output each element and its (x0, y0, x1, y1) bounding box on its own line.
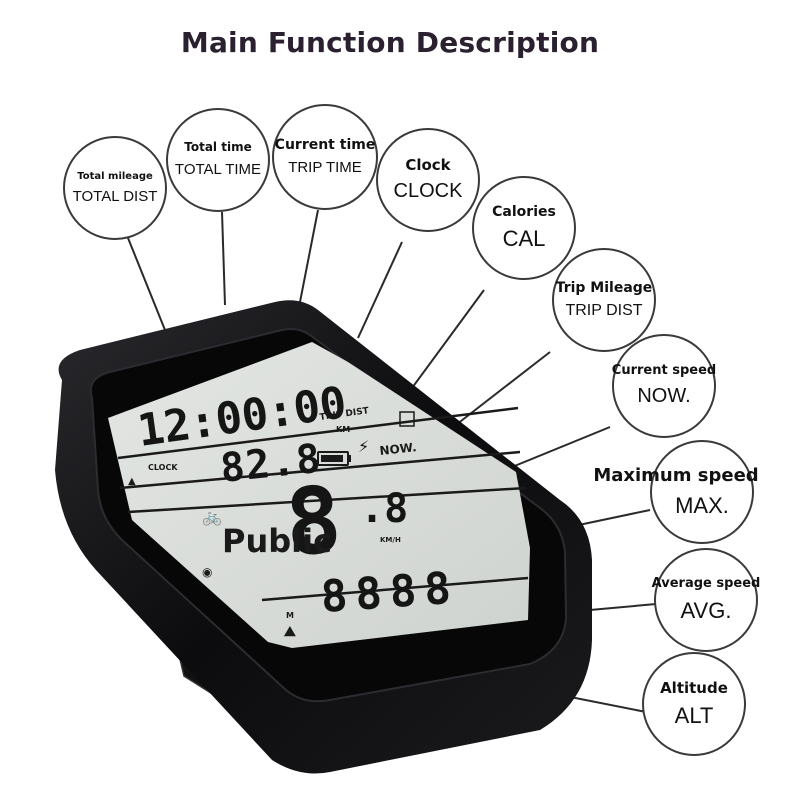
bubble-avg-label: Average speed (651, 575, 761, 591)
bubble-now-label: Current speed (611, 363, 717, 379)
bubble-total-time: Total time TOTAL TIME (166, 108, 270, 212)
bubble-max-label: Maximum speed (593, 465, 759, 486)
leader-total-dist (127, 237, 166, 331)
display-distance: 82.8 (218, 436, 322, 492)
bubble-total-time-label: Total time (184, 140, 252, 155)
bubble-alt-code: ALT (674, 702, 714, 728)
bubble-cal-code: CAL (502, 226, 546, 252)
bubble-now-code: NOW. (637, 384, 691, 407)
bubble-total-time-code: TOTAL TIME (174, 161, 262, 179)
bubble-trip-time-label: Current time (274, 137, 376, 154)
bubble-clock-label: Clock (405, 155, 451, 174)
mountain-icon: ⛰ (283, 624, 296, 640)
power-icon: ◉ (202, 565, 212, 579)
lcd-divider-3 (127, 486, 527, 514)
display-km-label: KM (336, 425, 350, 434)
leader-clock (357, 241, 403, 339)
leader-cal (411, 289, 485, 389)
display-clock-label: CLOCK (148, 463, 178, 472)
lcd-divider-4 (261, 576, 529, 602)
bubble-trip-dist: Trip Mileage TRIP DIST (552, 248, 656, 352)
status-icon (399, 411, 415, 427)
bubble-cal: Calories CAL (472, 176, 576, 280)
page-title: Main Function Description (180, 26, 600, 59)
bubble-clock: Clock CLOCK (376, 128, 480, 232)
bubble-alt: Altitude ALT (642, 652, 746, 756)
display-now-label: NOW. (379, 440, 417, 458)
lcd-divider-2 (119, 450, 521, 490)
bubble-clock-code: CLOCK (393, 180, 463, 203)
bubble-avg: Average speed AVG. (651, 548, 761, 652)
bike-icon: 🚲 (202, 507, 222, 526)
bubble-now: Current speed NOW. (612, 334, 716, 438)
bubble-total-dist-label: Total mileage (77, 170, 153, 182)
bubble-max-code: MAX. (675, 492, 729, 518)
bubble-trip-dist-code: TRIP DIST (565, 301, 643, 319)
lcd-divider-1 (117, 406, 519, 460)
bubble-avg-code: AVG. (680, 597, 732, 623)
leader-total-time (221, 211, 226, 306)
leader-avg (589, 603, 657, 611)
leader-trip-time (299, 209, 319, 303)
display-m-label: M (286, 611, 294, 620)
bubble-max: Maximum speed MAX. (593, 440, 759, 544)
bubble-cal-label: Calories (492, 204, 556, 221)
leader-now (499, 426, 611, 473)
bubble-trip-dist-label: Trip Mileage (555, 279, 653, 296)
bubble-total-dist: Total mileage TOTAL DIST (63, 136, 167, 240)
lightning-icon: ⚡ (358, 437, 369, 456)
display-speed-decimal: .8 (360, 486, 408, 532)
bubble-alt-label: Altitude (660, 678, 728, 697)
bubble-total-dist-code: TOTAL DIST (72, 188, 158, 206)
watermark-text: Public (222, 522, 332, 560)
display-kmh-label: KM/H (380, 536, 401, 544)
bubble-trip-time: Current time TRIP TIME (272, 104, 378, 210)
bubble-trip-time-code: TRIP TIME (288, 159, 362, 177)
play-icon: ▲ (128, 476, 136, 487)
display-big-digit: 8 (282, 466, 345, 577)
